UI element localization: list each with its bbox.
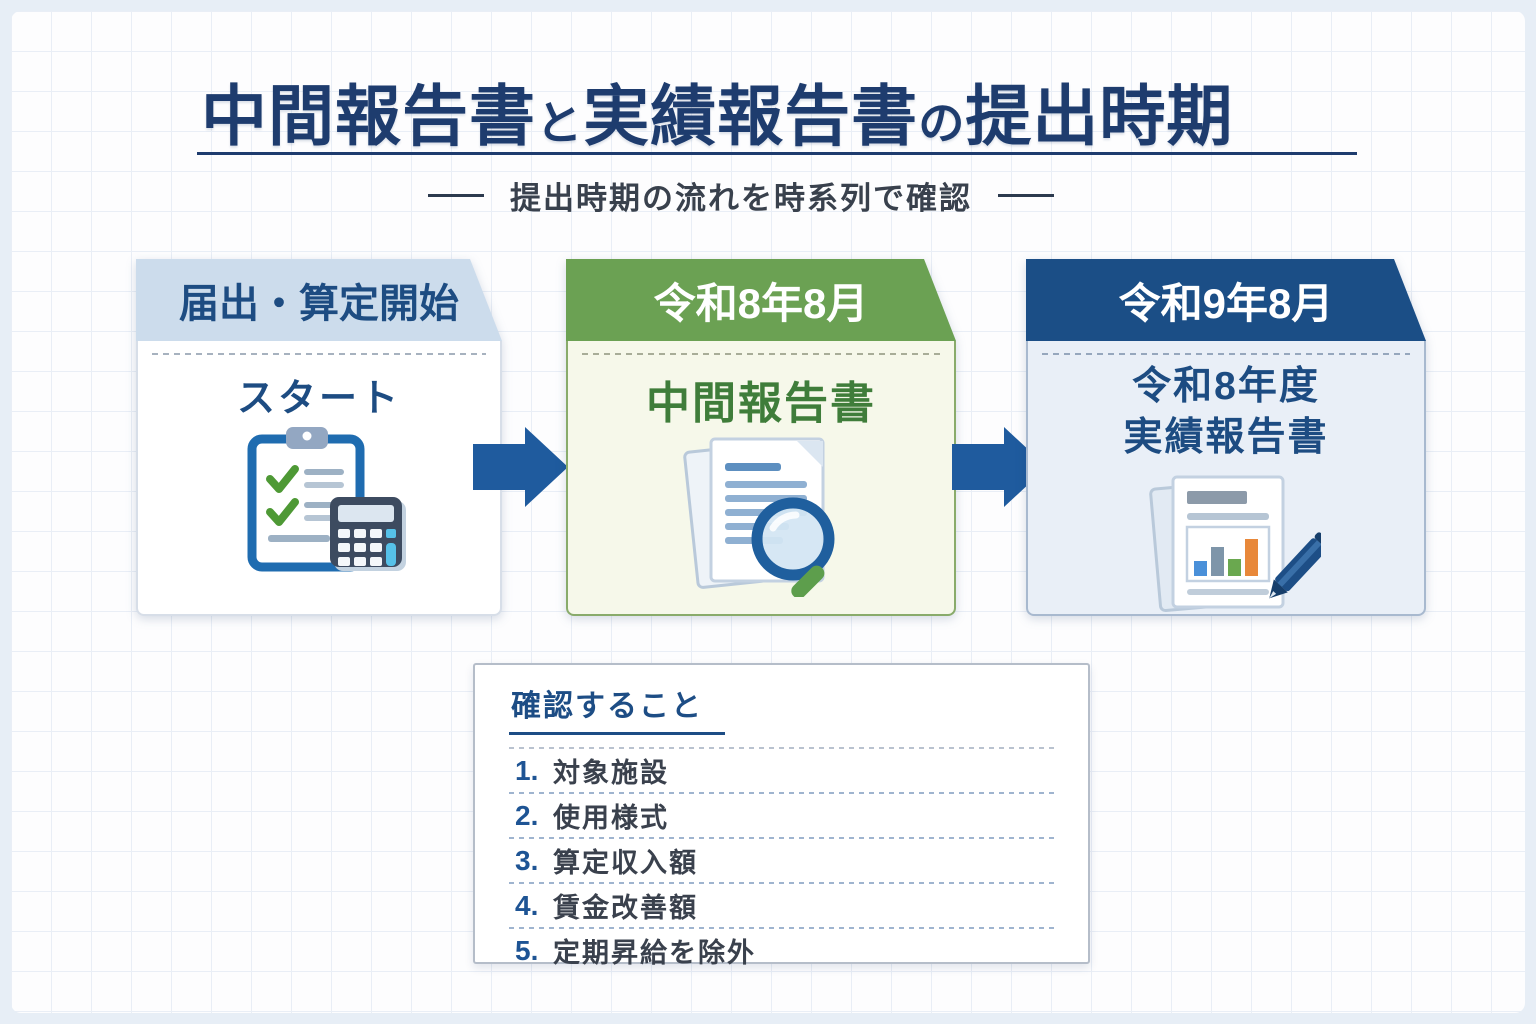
grid-paper-background: 中間報告書と実績報告書の提出時期 提出時期の流れを時系列で確認 届出・算定開始 … xyxy=(11,11,1525,1013)
checklist-item-5-number: 5. xyxy=(515,934,539,966)
checklist-item-3: 3. 算定収入額 xyxy=(509,839,1058,882)
step3-title-line1: 令和8年度 xyxy=(1132,365,1320,408)
step1-body: スタート xyxy=(136,341,502,616)
step2-header-label: 令和8年8月 xyxy=(653,279,869,327)
title-underline xyxy=(197,152,1357,155)
checklist-item-5-label: 定期昇給を除外 xyxy=(553,938,756,968)
step1-header-label: 届出・算定開始 xyxy=(179,282,459,326)
checklist-item-3-label: 算定収入額 xyxy=(553,848,698,878)
checklist-item-1-number: 1. xyxy=(515,754,539,786)
clipboard-calculator-icon xyxy=(138,423,500,581)
step1-title: スタート xyxy=(236,378,401,420)
checklist-separator xyxy=(509,927,1058,929)
step3-title: 令和8年度 実績報告書 xyxy=(1028,361,1424,464)
step3-dashed-separator xyxy=(1042,353,1410,355)
page-title-particle1: と xyxy=(536,97,584,149)
page-title-part2: 実績報告書 xyxy=(583,79,919,153)
step3-title-line2: 実績報告書 xyxy=(1123,416,1329,460)
timeline-step-start: 届出・算定開始 スタート xyxy=(136,259,502,616)
checklist-item-2: 2. 使用様式 xyxy=(509,794,1058,837)
step1-dashed-separator xyxy=(152,353,486,355)
subtitle-text: 提出時期の流れを時系列で確認 xyxy=(510,181,972,216)
page-title-particle2: の xyxy=(918,97,966,149)
checklist-item-1-label: 対象施設 xyxy=(553,758,669,788)
page-title-part1: 中間報告書 xyxy=(201,79,536,153)
timeline-step-final-report: 令和9年8月 令和8年度 実績報告書 xyxy=(1026,259,1426,616)
checklist-item-2-number: 2. xyxy=(515,799,539,831)
timeline-step-interim-report: 令和8年8月 中間報告書 xyxy=(566,259,956,616)
step2-header-ribbon: 令和8年8月 xyxy=(566,259,956,341)
checklist-title: 確認すること xyxy=(509,681,725,735)
report-chart-pen-icon xyxy=(1028,469,1424,614)
step2-title: 中間報告書 xyxy=(646,379,876,428)
checklist-card: 確認すること 1. 対象施設 2. 使用様式 3. 算定収入額 4. 賃金改善額… xyxy=(473,663,1090,968)
checklist-separator xyxy=(509,882,1058,884)
checklist-item-5: 5. 定期昇給を除外 xyxy=(509,929,1058,972)
step3-header-ribbon: 令和9年8月 xyxy=(1026,259,1426,341)
flow-arrow-2 xyxy=(952,427,1047,507)
checklist-item-3-number: 3. xyxy=(515,844,539,876)
checklist-title-separator xyxy=(509,747,1058,749)
step1-header-ribbon: 届出・算定開始 xyxy=(136,259,502,341)
documents-magnifier-icon xyxy=(568,429,954,597)
subtitle: 提出時期の流れを時系列で確認 xyxy=(161,173,1321,218)
checklist-separator xyxy=(509,792,1058,794)
checklist-separator xyxy=(509,837,1058,839)
flow-arrow-1 xyxy=(473,427,568,507)
step3-header-label: 令和9年8月 xyxy=(1118,279,1334,327)
page-title: 中間報告書と実績報告書の提出時期 xyxy=(201,63,1233,159)
checklist-item-4-label: 賃金改善額 xyxy=(553,893,698,923)
step2-dashed-separator xyxy=(582,353,940,355)
checklist-item-4-number: 4. xyxy=(515,889,539,921)
subtitle-dash-left xyxy=(428,194,484,197)
checklist-item-2-label: 使用様式 xyxy=(553,803,669,833)
page-title-part3: 提出時期 xyxy=(965,79,1234,153)
subtitle-dash-right xyxy=(998,194,1054,197)
step2-body: 中間報告書 xyxy=(566,341,956,616)
checklist-item-1: 1. 対象施設 xyxy=(509,749,1058,792)
checklist-item-4: 4. 賃金改善額 xyxy=(509,884,1058,927)
step3-body: 令和8年度 実績報告書 xyxy=(1026,341,1426,616)
